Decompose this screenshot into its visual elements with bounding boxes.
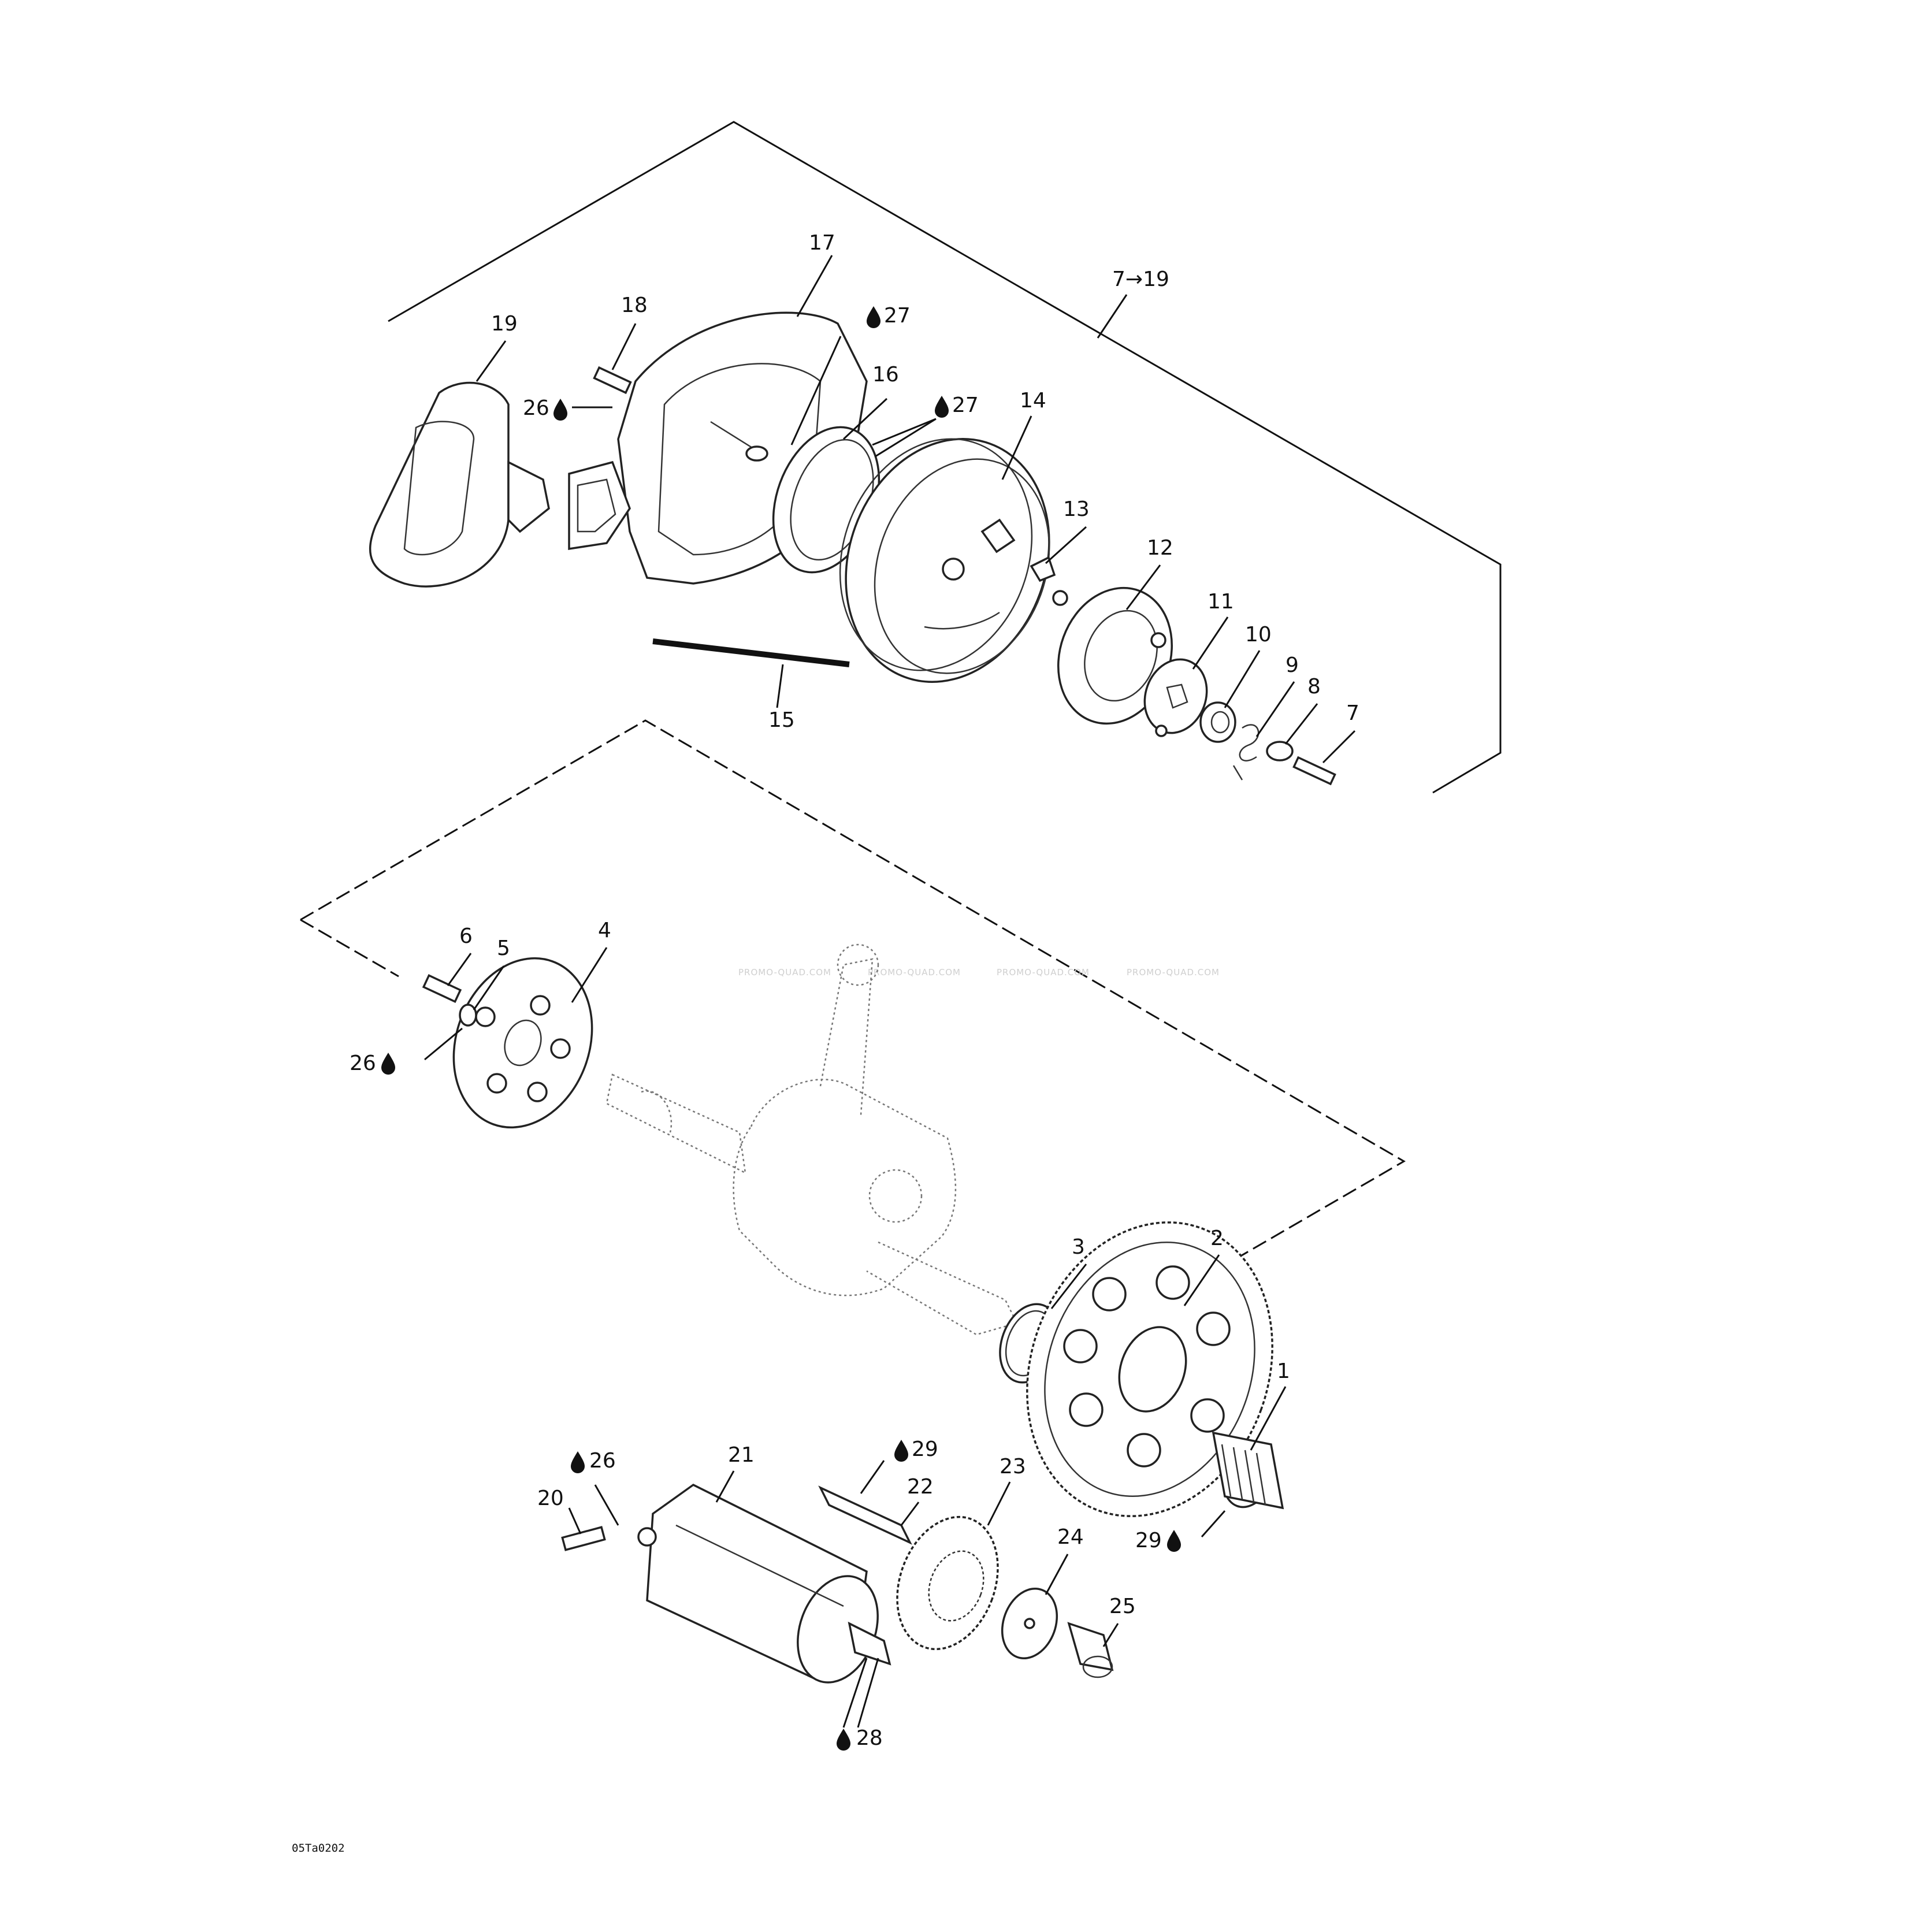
callout-1: 1 [1277, 1359, 1290, 1383]
callout-17: 17 [809, 231, 835, 255]
crankshaft [605, 943, 1018, 1336]
svg-text:27: 27 [884, 304, 911, 328]
callout-11: 11 [1208, 590, 1234, 614]
part-24-washer [1001, 1587, 1058, 1660]
callout-25: 25 [1109, 1595, 1136, 1618]
crankshaft-group-outline [300, 719, 1406, 1330]
callout-21: 21 [728, 1443, 755, 1467]
callout-5: 5 [497, 937, 510, 960]
callout-15: 15 [768, 708, 795, 732]
oil-drop-icon [894, 1440, 908, 1462]
svg-text:26: 26 [523, 396, 549, 420]
callout-8: 8 [1307, 675, 1321, 699]
watermark: PROMO-QUAD.COM PROMO-QUAD.COM PROMO-QUAD… [738, 967, 1220, 978]
part-4-magneto-cover [452, 957, 593, 1129]
part-21-starter-motor [637, 1483, 891, 1684]
oil-drop-icon [381, 1053, 395, 1075]
callout-9: 9 [1285, 653, 1299, 677]
callout-23: 23 [1000, 1455, 1026, 1478]
part-8-washer [1266, 741, 1294, 761]
oil-drop-icon [837, 1729, 850, 1751]
oil-drop-icon [571, 1451, 585, 1473]
callout-4: 4 [598, 919, 611, 942]
lube-callout-27-seal: 27 [935, 393, 979, 418]
oil-drop-icon [935, 396, 949, 418]
svg-text:PROMO-QUAD.COM: PROMO-QUAD.COM [1127, 967, 1220, 978]
callout-13: 13 [1063, 497, 1090, 521]
part-18-screw [593, 366, 632, 395]
oil-drop-icon [553, 399, 567, 421]
part-19-starter-handle [369, 381, 550, 588]
lube-callouts: 26 27 27 26 26 29 29 28 [350, 304, 1181, 1751]
leader-lines [424, 255, 1356, 1728]
svg-text:26: 26 [350, 1052, 376, 1075]
part-7-screw [1292, 756, 1336, 786]
part-15-rope [652, 638, 850, 667]
part-14-rope-reel [839, 438, 1050, 683]
svg-text:27: 27 [952, 393, 979, 417]
oil-drop-icon [1167, 1530, 1181, 1552]
callout-7: 7 [1346, 701, 1359, 725]
svg-text:PROMO-QUAD.COM: PROMO-QUAD.COM [997, 967, 1090, 978]
lube-callout-29-bearing: 29 [1135, 1529, 1181, 1552]
crankshaft-group-outline-tail [300, 919, 399, 978]
part-1-needle-bearing [1212, 1431, 1284, 1510]
callout-22: 22 [907, 1475, 934, 1499]
part-6-bolt [422, 974, 462, 1003]
callout-6: 6 [459, 924, 473, 948]
callout-20: 20 [537, 1487, 564, 1510]
lube-callout-26-screw-18: 26 [523, 396, 567, 421]
callout-3: 3 [1072, 1235, 1085, 1259]
callout-19: 19 [491, 312, 518, 336]
callout-labels: 17 18 19 16 14 13 12 11 10 9 8 7 15 7→19… [459, 231, 1359, 1618]
svg-text:29: 29 [912, 1437, 938, 1461]
svg-text:PROMO-QUAD.COM: PROMO-QUAD.COM [868, 967, 961, 978]
lube-callout-27-housing: 27 [867, 304, 911, 328]
callout-7-to-19: 7→19 [1112, 267, 1169, 291]
part-23-intermediate-gear [896, 1515, 999, 1651]
part-22-pin [818, 1485, 912, 1545]
lube-callout-28-starter-shaft: 28 [837, 1726, 883, 1751]
oil-drop-icon [867, 306, 880, 328]
svg-text:PROMO-QUAD.COM: PROMO-QUAD.COM [738, 967, 831, 978]
part-10-washer [1199, 701, 1236, 743]
part-13-pawl [1030, 556, 1056, 582]
callout-2: 2 [1210, 1227, 1224, 1250]
callout-24: 24 [1057, 1525, 1084, 1549]
part-11-friction-plate [1143, 658, 1208, 737]
callout-18: 18 [621, 293, 648, 317]
callout-14: 14 [1020, 389, 1046, 413]
part-25-bushing [1067, 1622, 1114, 1678]
part-12-ratchet [1052, 586, 1173, 725]
lube-callout-26-bolt-6: 26 [350, 1052, 395, 1075]
part-5-washer [459, 1004, 477, 1027]
lube-callout-26-screw-20: 26 [571, 1449, 616, 1473]
diagram-code: 05Ta0202 [292, 1842, 345, 1855]
callout-10: 10 [1245, 623, 1272, 647]
part-20-screw [561, 1526, 606, 1551]
part-2-starter-ring-gear [1026, 1221, 1273, 1517]
recoil-starter-group-outline [388, 121, 1502, 794]
svg-text:26: 26 [589, 1449, 616, 1473]
callout-12: 12 [1147, 536, 1173, 560]
callout-16: 16 [872, 363, 899, 387]
part-9-spring [1232, 724, 1259, 781]
lube-callout-29-pin: 29 [894, 1437, 938, 1462]
svg-text:28: 28 [856, 1726, 883, 1750]
svg-text:29: 29 [1135, 1529, 1162, 1552]
